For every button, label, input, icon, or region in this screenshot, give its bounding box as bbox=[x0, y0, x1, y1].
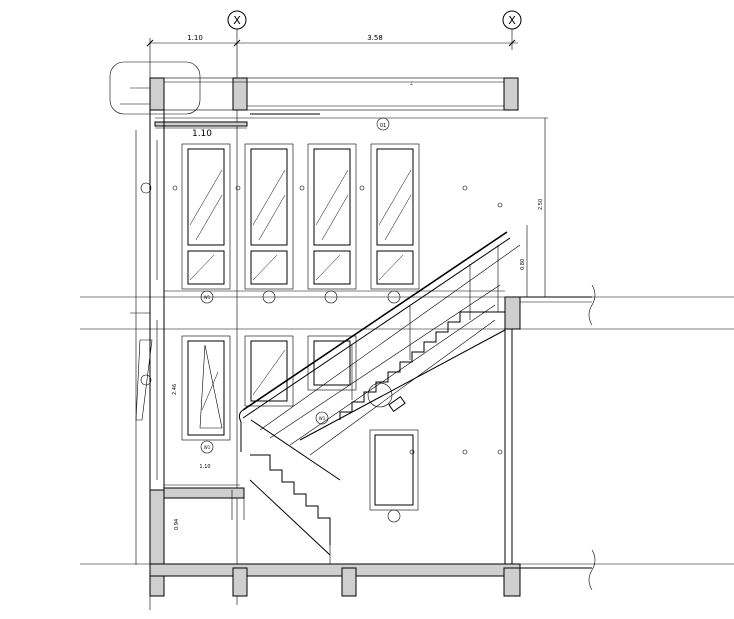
stair-flight-upper bbox=[339, 311, 505, 420]
window-upper-1 bbox=[181, 143, 231, 290]
door-tag-bubble bbox=[200, 440, 214, 454]
left-wall: 2.46 0.94 bbox=[135, 110, 180, 596]
right-wall: 2.50 0.80 bbox=[504, 118, 596, 565]
stair-tag: W1 bbox=[319, 416, 326, 421]
dim-top-right: 3.58 bbox=[367, 34, 383, 42]
stair-flight-lower bbox=[250, 454, 331, 545]
dim-under-slab: 1.10 bbox=[192, 129, 212, 139]
stair-detail-circle bbox=[367, 382, 393, 408]
grid-axis-right: X bbox=[502, 10, 522, 50]
upper-landing-slab bbox=[504, 296, 521, 330]
staircase: W1 bbox=[238, 231, 521, 556]
detail-callout-cloud bbox=[109, 61, 201, 115]
intermediate-landing bbox=[163, 484, 245, 520]
lower-openings: W1 1.10 bbox=[181, 335, 419, 523]
ceiling-tag: 01 bbox=[380, 123, 386, 129]
stair-flight-lower-soffit bbox=[249, 479, 331, 556]
stair-flight-upper-soffit bbox=[299, 329, 506, 441]
door-tag: W1 bbox=[204, 445, 211, 450]
window-tag-bubble-2 bbox=[262, 290, 276, 304]
dim-right-inner: 0.80 bbox=[520, 259, 526, 270]
window-upper-3 bbox=[307, 143, 357, 290]
annotation-marks bbox=[172, 185, 503, 455]
roof-slab: ⟂ bbox=[109, 61, 519, 115]
window-upper-4 bbox=[370, 143, 420, 290]
top-dimension-chain: 1.10 3.58 bbox=[146, 34, 518, 610]
window-upper-2 bbox=[244, 143, 294, 290]
dim-left-lower: 0.94 bbox=[174, 519, 180, 530]
dim-left-height: 2.46 bbox=[172, 384, 178, 395]
window-tag-bubble-4 bbox=[387, 290, 401, 304]
grid-label-right: X bbox=[508, 14, 516, 27]
stair-tag-bubble bbox=[315, 411, 329, 425]
door-lower-left bbox=[181, 335, 231, 441]
handrail-lower bbox=[250, 419, 341, 481]
handrail-return bbox=[238, 409, 244, 452]
ground-slab bbox=[149, 545, 596, 597]
window-lower-3 bbox=[307, 335, 357, 391]
dim-window-bottom: 1.10 bbox=[199, 464, 210, 470]
handrail-upper bbox=[242, 231, 508, 411]
dim-right-total: 2.50 bbox=[538, 199, 544, 210]
window-tag-1: W1 bbox=[204, 295, 211, 300]
dim-top-left: 1.10 bbox=[187, 34, 203, 42]
handrail-upper-inner bbox=[242, 237, 511, 419]
window-lower-right bbox=[369, 429, 419, 511]
ceiling-beam: 1.10 01 bbox=[154, 113, 548, 139]
window-lower-tag-bubble bbox=[387, 509, 401, 523]
stair-section-mark bbox=[388, 396, 406, 412]
ceiling-tag-bubble bbox=[376, 117, 390, 131]
window-tag-bubble-1 bbox=[200, 290, 214, 304]
wall-vent-louver bbox=[135, 339, 153, 421]
wall-tag-lower bbox=[140, 374, 152, 386]
wall-tag-upper bbox=[140, 182, 152, 194]
upper-windows: W1 bbox=[181, 143, 420, 304]
grid-label-left: X bbox=[233, 14, 241, 27]
window-tag-bubble-3 bbox=[324, 290, 338, 304]
window-lower-2 bbox=[244, 335, 294, 407]
slab-note-mark: ⟂ bbox=[410, 80, 413, 85]
